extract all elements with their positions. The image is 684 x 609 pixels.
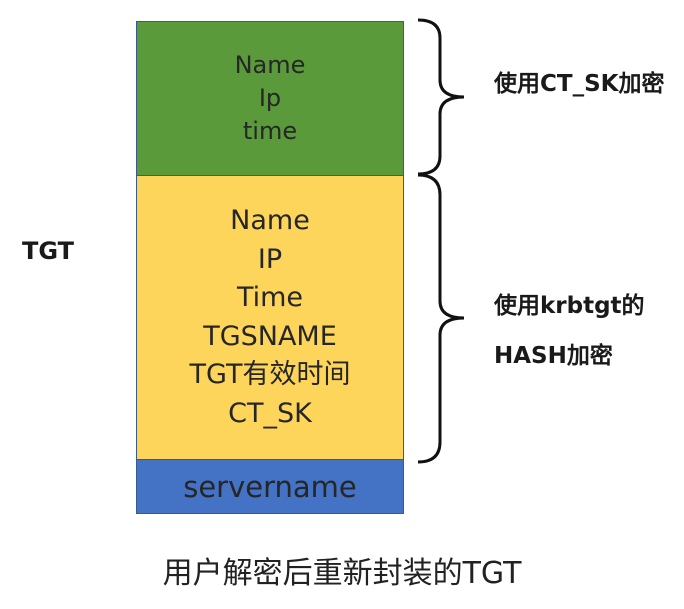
green-box-line-time: time: [242, 117, 298, 145]
bottom-brace-icon: [417, 173, 465, 464]
blue-box-servername-block: servername: [136, 459, 404, 514]
yellow-box-line-ip: IP: [257, 243, 283, 275]
yellow-box-line-ct-sk: CT_SK: [228, 397, 312, 429]
yellow-box-line-validity: TGT有效时间: [189, 359, 351, 390]
bottom-brace-label-line-1: 使用krbtgt的: [494, 293, 645, 319]
yellow-box-line-tgsname: TGSNAME: [203, 320, 337, 352]
green-box-encrypted-block: Name Ip time: [136, 21, 404, 176]
yellow-box-line-time: Time: [236, 282, 304, 313]
top-brace-label: 使用CT_SK加密: [494, 71, 665, 97]
tgt-label: TGT: [22, 237, 75, 265]
top-brace-icon: [417, 18, 465, 176]
green-box-line-ip: Ip: [258, 84, 282, 112]
blue-box-label: servername: [183, 469, 357, 504]
diagram-caption: 用户解密后重新封装的TGT: [162, 556, 522, 591]
yellow-box-tgt-block: Name IP Time TGSNAME TGT有效时间 CT_SK: [136, 175, 404, 460]
yellow-box-line-name: Name: [230, 205, 310, 236]
green-box-line-name: Name: [234, 51, 306, 79]
bottom-brace-label-line-2: HASH加密: [494, 343, 613, 369]
